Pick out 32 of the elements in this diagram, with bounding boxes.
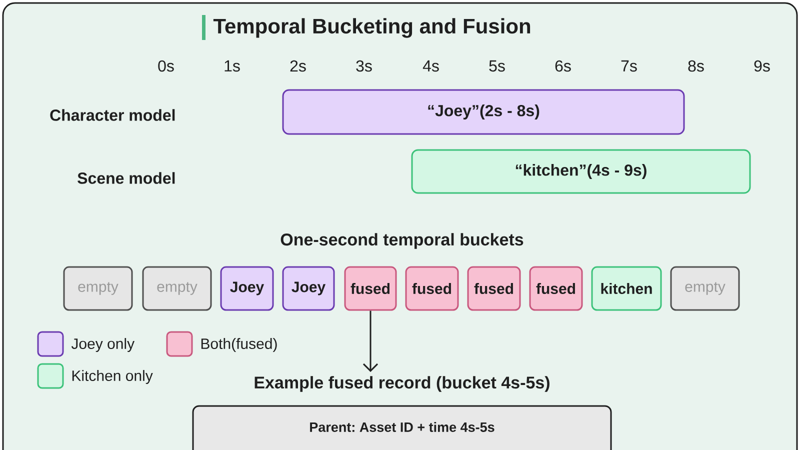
bucket-tile: fused [344, 266, 397, 311]
section-heading: One-second temporal buckets [280, 233, 524, 249]
row-label: Scene model [78, 172, 175, 184]
legend-label: Both(fused) [201, 338, 277, 352]
tick-label: 5s [489, 60, 505, 72]
tick-label: 0s [158, 60, 174, 72]
bucket-tile: Joey [282, 266, 335, 311]
legend-label: Kitchen only [72, 370, 153, 384]
bucket-tile: fused [529, 266, 583, 311]
tick-label: 4s [422, 60, 439, 72]
bucket-tile: fused [467, 266, 521, 311]
arrow [362, 310, 378, 372]
tick-label: 9s [754, 60, 770, 72]
section-heading: Example fused record (bucket 4s-5s) [254, 376, 550, 392]
bucket-tile: empty [670, 266, 740, 311]
bucket-tile: fused [405, 266, 459, 311]
tick-label: 6s [555, 60, 571, 72]
bucket-tile: kitchen [591, 266, 662, 311]
tick-label: 7s [621, 60, 637, 72]
tick-label: 1s [224, 60, 240, 72]
row-label: Character model [50, 109, 175, 121]
bucket-tile: empty [142, 266, 212, 311]
timeline-bar: “kitchen”(4s - 9s) [411, 149, 751, 194]
tick-label: 2s [290, 60, 306, 72]
bucket-tile: Joey [220, 266, 274, 311]
tick-label: 3s [356, 60, 372, 72]
bucket-tile: empty [63, 266, 133, 311]
title: Temporal Bucketing and Fusion [213, 18, 530, 38]
timeline-bar: “Joey”(2s - 8s) [282, 89, 685, 135]
tick-label: 8s [688, 60, 704, 72]
legend-label: Joey only [71, 338, 135, 352]
record-box: Parent: Asset ID + time 4s-5s [192, 405, 612, 450]
